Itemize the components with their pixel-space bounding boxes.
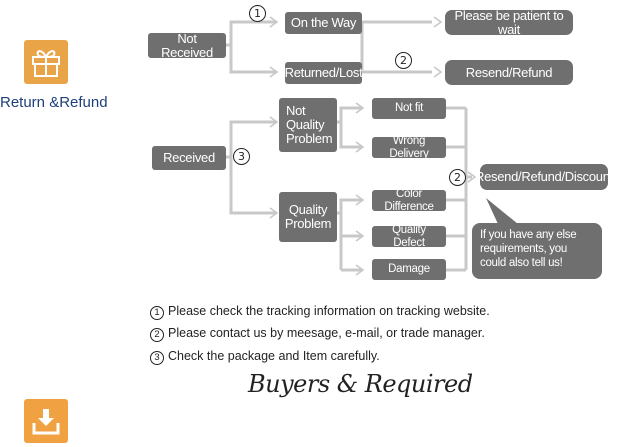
step-marker-3: 3 [233,148,250,165]
step-marker-2: 2 [395,52,412,69]
step-marker-2-right: 2 [449,169,466,186]
speech-bubble: If you have any else requirements, you c… [472,223,602,279]
note-text: Please contact us by meesage, e-mail, or… [168,326,485,340]
node-please-wait: Please be patient to wait [445,8,573,36]
node-color-difference: Color Difference [372,188,446,213]
node-resend-refund: Resend/Refund [445,60,573,85]
node-resend-refund-discount: Resend/Refund/Discount [475,164,613,190]
node-quality-defect: Quality Defect [372,224,446,249]
note-3: 3 Check the package and Item carefully. [150,349,380,365]
node-not-quality-problem: Not Quality Problem [279,98,337,152]
note-number: 1 [150,306,164,320]
note-text: Check the package and Item carefully. [168,349,380,363]
gift-icon [24,40,68,84]
section-title: Return &Refund [0,94,108,111]
speech-bubble-tail [486,198,518,224]
node-received: Received [152,146,226,170]
node-wrong-delivery: Wrong Delivery [372,135,446,160]
note-2: 2 Please contact us by meesage, e-mail, o… [150,326,485,342]
note-number: 3 [150,351,164,365]
download-tray-icon [24,399,68,443]
node-not-received: Not Received [148,31,226,59]
node-returned-lost: Returned/Lost [285,62,363,84]
footer-title: Buyers & Required [248,370,473,398]
node-not-fit: Not fit [372,98,446,119]
note-1: 1 Please check the tracking information o… [150,304,490,320]
node-quality-problem: Quality Problem [279,192,337,242]
step-marker-1: 1 [249,5,266,22]
node-on-the-way: On the Way [285,12,362,34]
note-text: Please check the tracking information on… [168,304,490,318]
node-damage: Damage [372,259,446,280]
note-number: 2 [150,328,164,342]
